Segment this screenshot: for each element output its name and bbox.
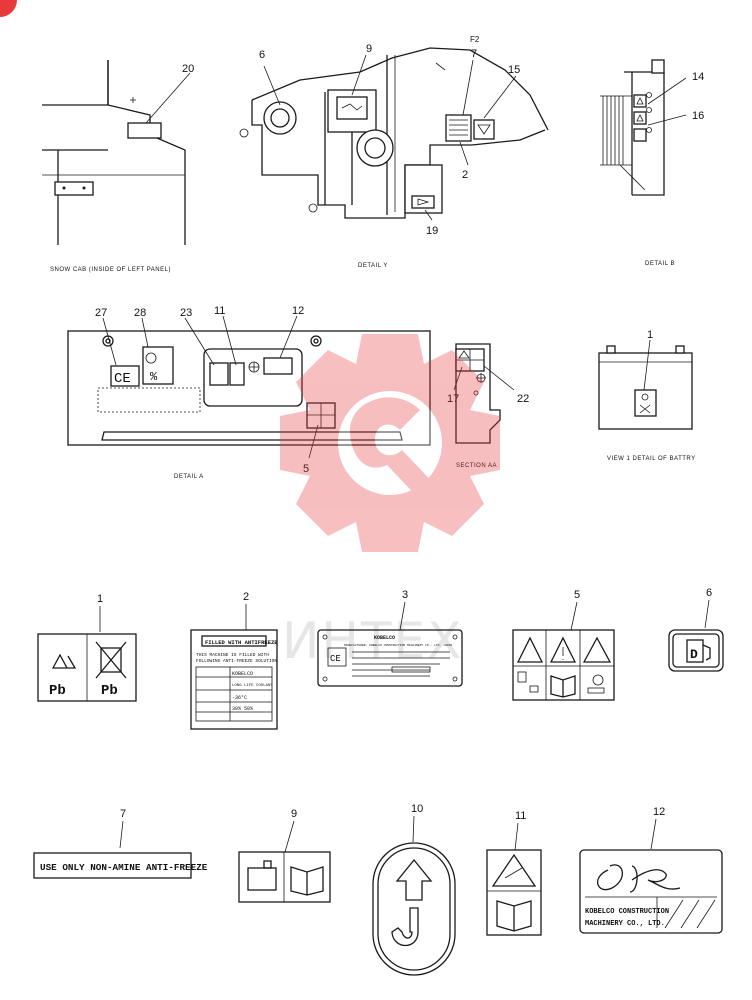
decal-10-lifting: 10 bbox=[372, 803, 456, 976]
manual-book-icon bbox=[550, 675, 576, 698]
svg-text:9: 9 bbox=[291, 808, 297, 820]
watermark-logo bbox=[280, 334, 500, 552]
svg-text:KOBELCO: KOBELCO bbox=[374, 635, 395, 641]
svg-text:CE: CE bbox=[114, 371, 131, 387]
caption-section-aa: SECTION AA bbox=[456, 463, 497, 469]
svg-text:FOLLOWING ANTI-FREEZE SOLUTION: FOLLOWING ANTI-FREEZE SOLUTION bbox=[196, 658, 277, 664]
callout-14: 14 bbox=[692, 71, 704, 83]
watermark-text: ИНТЕХ bbox=[282, 612, 463, 670]
decal-5-warnings: 5 bbox=[512, 589, 615, 701]
view-section-aa: 17 22 SECTION AA bbox=[447, 343, 529, 469]
callout-11: 11 bbox=[214, 305, 225, 317]
svg-text:KOBELCO: KOBELCO bbox=[232, 671, 253, 677]
decal-9-battery-manual: 9 bbox=[238, 808, 331, 903]
up-arrow-icon bbox=[395, 858, 433, 901]
callout-1: 1 bbox=[647, 329, 653, 341]
svg-text:11: 11 bbox=[515, 810, 526, 822]
callout-16: 16 bbox=[692, 110, 704, 122]
caption-battery: VIEW 1 DETAIL OF BATTRY bbox=[607, 456, 696, 462]
decal-3-nameplate: 3 KOBELCO MANUFACTURER: KOBELCO CONSTRUC… bbox=[317, 589, 463, 687]
callout-12: 12 bbox=[292, 305, 304, 317]
svg-text:Pb: Pb bbox=[101, 683, 118, 699]
svg-text:12: 12 bbox=[653, 806, 665, 818]
view-detail-a: CE % 27 28 23 11 12 5 DETAIL A bbox=[67, 305, 431, 480]
svg-text:D: D bbox=[690, 647, 698, 662]
callout-23: 23 bbox=[180, 307, 192, 319]
callout-19: 19 bbox=[426, 225, 438, 237]
callout-9: 9 bbox=[366, 43, 372, 55]
svg-text:LONG LIFE COOLANT: LONG LIFE COOLANT bbox=[232, 684, 273, 688]
decal-2-antifreeze: 2 FILLED WITH ANTIFREEZE THIS MACHINE IS… bbox=[190, 591, 278, 730]
callout-20: 20 bbox=[182, 63, 194, 75]
svg-text:2: 2 bbox=[243, 591, 249, 603]
svg-text:MACHINERY CO., LTD.: MACHINERY CO., LTD. bbox=[585, 920, 665, 928]
callout-17: 17 bbox=[447, 393, 459, 405]
callout-2: 2 bbox=[462, 169, 468, 181]
warning-triangle-icon bbox=[516, 636, 544, 663]
decal-7-non-amine: 7 USE ONLY NON-AMINE ANTI-FREEZE bbox=[33, 808, 208, 879]
svg-text:FILLED WITH ANTIFREEZE: FILLED WITH ANTIFREEZE bbox=[205, 639, 278, 646]
crossed-bin-icon bbox=[95, 641, 127, 679]
decal-12-ok-label: 12 KOBELCO CONSTRUCTION MACHINERY CO., L… bbox=[579, 806, 723, 934]
ok-signature-icon bbox=[597, 864, 681, 893]
recycle-icon bbox=[51, 653, 77, 669]
callout-27: 27 bbox=[95, 307, 107, 319]
caption-detail-y: DETAIL Y bbox=[358, 263, 388, 269]
svg-text:KOBELCO CONSTRUCTION: KOBELCO CONSTRUCTION bbox=[585, 908, 669, 916]
svg-text:-36°C: -36°C bbox=[232, 695, 247, 701]
svg-text:30% 50%: 30% 50% bbox=[232, 706, 253, 712]
svg-text:%: % bbox=[150, 370, 158, 384]
svg-text:MANUFACTURER: KOBELCO CONSTRUC: MANUFACTURER: KOBELCO CONSTRUCTION MACHI… bbox=[344, 644, 452, 647]
hook-icon bbox=[391, 907, 419, 947]
view-snow-cab: 20 SNOW CAB (INSIDE OF LEFT PANEL) bbox=[42, 60, 194, 273]
warning-triangle-icon bbox=[491, 853, 537, 887]
manual-book-icon bbox=[496, 900, 532, 932]
callout-f2: F2 bbox=[470, 35, 480, 44]
svg-text:USE ONLY NON-AMINE ANTI-FREEZE: USE ONLY NON-AMINE ANTI-FREEZE bbox=[40, 862, 208, 873]
battery-icon bbox=[247, 860, 277, 891]
callout-7: 7 bbox=[471, 48, 477, 60]
corner-marker-icon bbox=[0, 0, 17, 17]
callout-6: 6 bbox=[259, 49, 265, 61]
svg-text:7: 7 bbox=[120, 808, 126, 820]
callout-15: 15 bbox=[508, 64, 520, 76]
svg-text:5: 5 bbox=[574, 589, 580, 601]
caption-snow-cab: SNOW CAB (INSIDE OF LEFT PANEL) bbox=[50, 267, 171, 273]
caption-detail-b: DETAIL B bbox=[645, 261, 675, 267]
callout-28: 28 bbox=[134, 307, 146, 319]
svg-text:6: 6 bbox=[706, 587, 712, 599]
svg-text:10: 10 bbox=[411, 803, 423, 815]
view-battery: 1 VIEW 1 DETAIL OF BATTRY bbox=[598, 329, 696, 462]
svg-text:CE: CE bbox=[330, 654, 341, 664]
decal-1-recycle: 1 Pb Pb bbox=[37, 593, 137, 702]
fuel-pump-icon bbox=[686, 639, 711, 663]
svg-text:3: 3 bbox=[402, 589, 408, 601]
callout-5: 5 bbox=[303, 463, 309, 475]
svg-text:1: 1 bbox=[97, 593, 103, 605]
decal-6-diesel: 6 D bbox=[668, 587, 724, 672]
manual-book-icon bbox=[290, 866, 324, 896]
svg-text:Pb: Pb bbox=[49, 683, 66, 699]
view-detail-y: 6 9 F2 7 15 2 19 DETAIL Y bbox=[239, 35, 549, 269]
decal-11-warning-manual: 11 bbox=[486, 810, 542, 936]
svg-text:THIS MACHINE IS FILLED WITH: THIS MACHINE IS FILLED WITH bbox=[196, 652, 269, 658]
view-detail-b: 14 16 DETAIL B bbox=[600, 59, 704, 267]
callout-22: 22 bbox=[517, 393, 529, 405]
caption-detail-a: DETAIL A bbox=[174, 474, 204, 480]
